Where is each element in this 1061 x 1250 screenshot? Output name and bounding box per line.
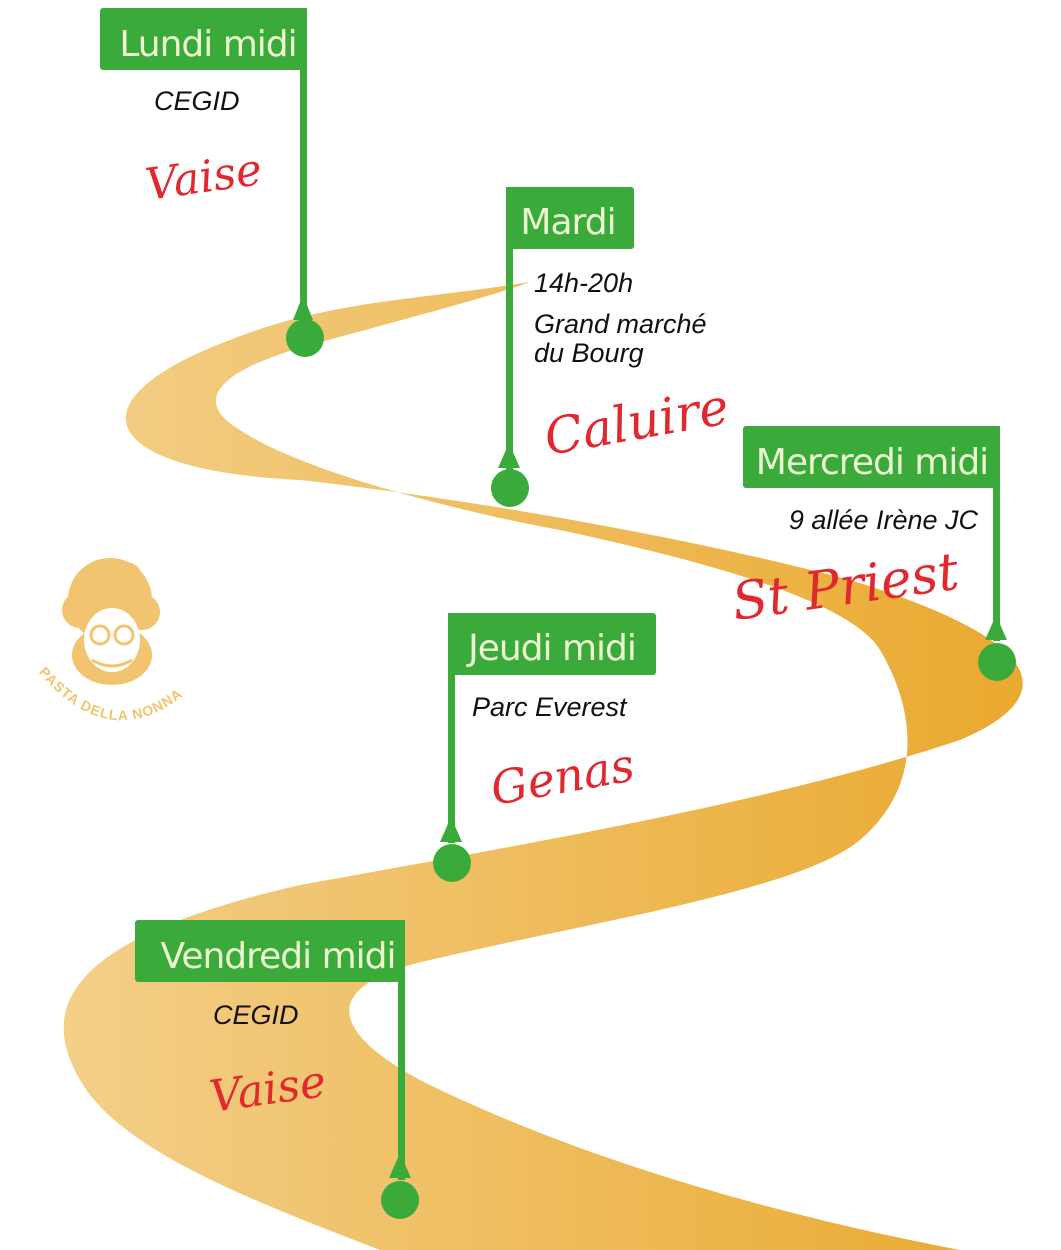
pin-arrow	[389, 1153, 411, 1178]
pin-dot	[433, 844, 471, 882]
stop-jeudi: Jeudi midi Parc Everest Genas	[433, 613, 656, 882]
flag-pole	[398, 920, 405, 1180]
stop-info-hours: 14h-20h	[534, 268, 633, 298]
pin-arrow	[498, 443, 520, 468]
pin-arrow	[293, 295, 313, 320]
pin-dot	[978, 643, 1016, 681]
city-name: Caluire	[540, 377, 733, 466]
stop-info: Parc Everest	[472, 692, 628, 722]
stop-info: CEGID	[213, 1000, 299, 1030]
pin-dot	[286, 319, 324, 357]
pasta-della-nonna-logo: PASTA DELLA NONNA	[36, 558, 184, 723]
flag-pole	[993, 426, 1000, 641]
stop-info-place: Grand marché	[534, 309, 707, 339]
day-label: Jeudi midi	[466, 628, 636, 669]
pin-dot	[491, 469, 529, 507]
flag-banner	[506, 187, 634, 249]
stop-info: CEGID	[154, 86, 240, 116]
day-label: Vendredi midi	[160, 936, 395, 977]
day-label: Mardi	[520, 202, 615, 243]
flag-banner	[743, 426, 1000, 488]
winding-road	[63, 282, 1023, 1250]
city-name: Genas	[487, 738, 639, 816]
stop-info-place-2: du Bourg	[534, 338, 644, 368]
flag-pole	[300, 8, 307, 308]
flag-banner	[135, 920, 405, 982]
day-label: Mercredi midi	[756, 442, 988, 483]
flag-banner	[100, 8, 307, 70]
city-name: Vaise	[142, 144, 265, 211]
stop-mardi: Mardi 14h-20h Grand marché du Bourg Calu…	[491, 187, 733, 507]
flag-pole	[448, 613, 455, 843]
pin-dot	[381, 1181, 419, 1219]
flag-banner	[448, 613, 656, 675]
pin-arrow	[440, 817, 462, 842]
stop-lundi: Lundi midi CEGID Vaise	[100, 8, 324, 357]
day-label: Lundi midi	[119, 24, 296, 65]
stop-info: 9 allée Irène JC	[789, 505, 979, 535]
flag-pole	[506, 187, 513, 470]
pin-arrow	[985, 615, 1007, 640]
